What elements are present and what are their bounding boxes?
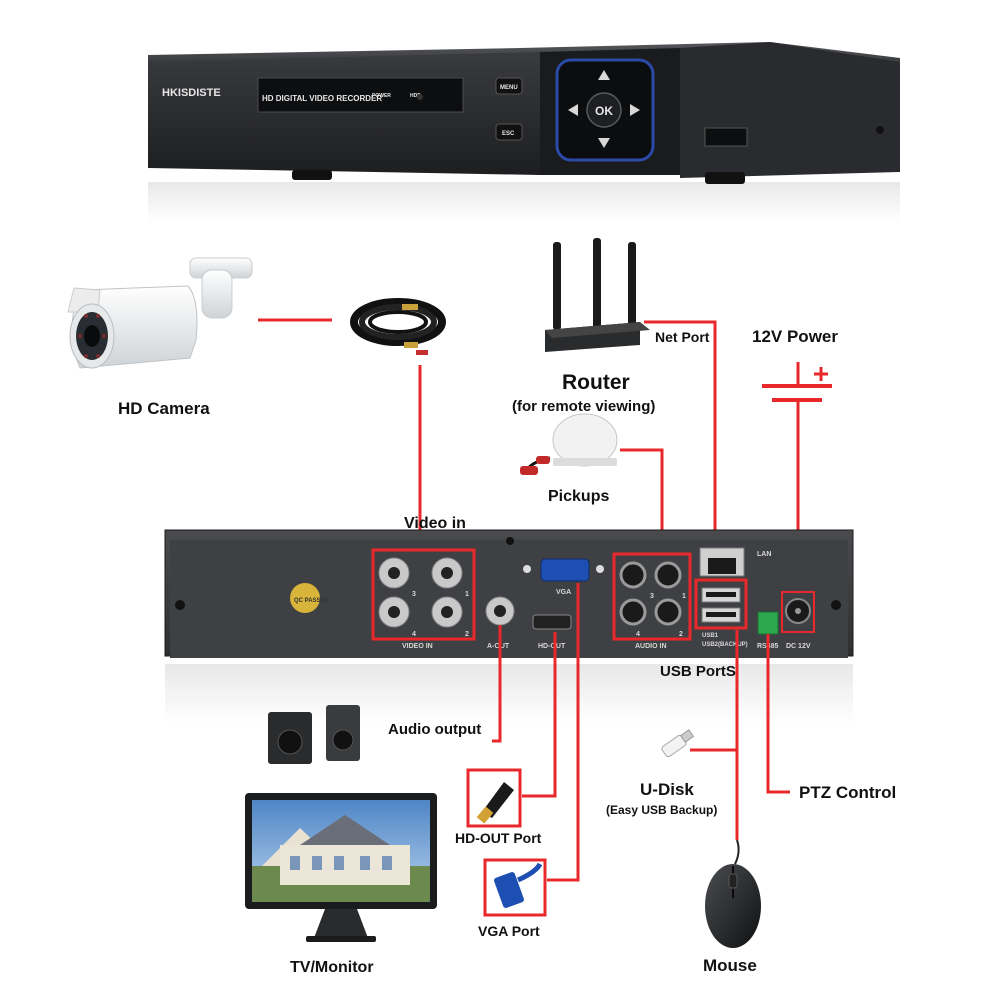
router-to-lan-wire bbox=[644, 320, 717, 555]
video-in-number: 3 bbox=[412, 591, 416, 598]
usb2-label: USB2(BACKUP) bbox=[702, 642, 748, 648]
front-usb-slot bbox=[704, 127, 748, 147]
qc-sticker bbox=[290, 583, 320, 613]
audio-in-number: 2 bbox=[679, 631, 683, 638]
usb1-label: USB1 bbox=[702, 633, 719, 639]
mouse-label: Mouse bbox=[703, 956, 757, 975]
vga-label: VGA bbox=[556, 589, 571, 596]
esc-button[interactable] bbox=[495, 123, 523, 141]
audio-in-number: 4 bbox=[636, 631, 640, 638]
router-antenna bbox=[628, 242, 636, 330]
usb-drive-icon bbox=[661, 729, 695, 758]
hd-out-wire bbox=[522, 632, 557, 798]
ok-button[interactable] bbox=[586, 92, 622, 128]
dvr-brand: HKISDISTE bbox=[162, 87, 221, 99]
u-disk-label: U-Disk bbox=[640, 780, 694, 799]
camera-lens bbox=[84, 325, 100, 347]
menu-button-label: MENU bbox=[500, 85, 518, 91]
video-in-number: 2 bbox=[465, 631, 469, 638]
router-antenna bbox=[553, 242, 561, 330]
hdmi-cable bbox=[466, 768, 522, 828]
dvr-power-label: POWER bbox=[372, 93, 391, 99]
video-in-number: 4 bbox=[412, 631, 416, 638]
video-in-port-label: VIDEO IN bbox=[402, 643, 433, 650]
ptz-control-label: PTZ Control bbox=[799, 783, 896, 802]
hd-out-port bbox=[532, 614, 572, 630]
camera-arm bbox=[201, 269, 233, 319]
hd-out-label: HD-OUT bbox=[538, 643, 566, 650]
dvr-led bbox=[417, 94, 423, 100]
rs485-terminal bbox=[757, 611, 779, 635]
dvr-front-unit: HKISDISTE HD DIGITAL VIDEO RECORDER POWE… bbox=[148, 42, 900, 222]
dvr-front-face-right bbox=[680, 42, 900, 178]
screw bbox=[876, 126, 884, 134]
video-in-number: 1 bbox=[465, 591, 469, 598]
power-symbol-icon bbox=[762, 362, 832, 402]
rs485-to-ptz-wire bbox=[766, 634, 790, 794]
speakers bbox=[268, 705, 360, 764]
qc-sticker-text: QC PASSED bbox=[294, 598, 330, 604]
audio-in-number: 1 bbox=[682, 593, 686, 600]
router-sublabel: (for remote viewing) bbox=[512, 398, 655, 415]
pickups-label: Pickups bbox=[548, 488, 609, 505]
esc-button-label: ESC bbox=[502, 131, 515, 137]
net-port-label: Net Port bbox=[655, 329, 710, 345]
video-in-highlight bbox=[371, 548, 476, 641]
mouse-icon bbox=[705, 839, 761, 948]
bnc-cable-coil bbox=[350, 298, 446, 355]
dvr-front-face-left bbox=[148, 52, 540, 175]
power-12v-label: 12V Power bbox=[752, 327, 838, 346]
tv-monitor bbox=[245, 793, 437, 942]
dvr-foot bbox=[705, 172, 745, 184]
dvr-display-text: HD DIGITAL VIDEO RECORDER bbox=[262, 94, 382, 103]
router-antenna bbox=[593, 238, 601, 330]
down-arrow-icon[interactable] bbox=[598, 138, 610, 148]
hd-camera bbox=[67, 257, 253, 369]
video-in-label: Video in bbox=[404, 515, 466, 532]
tv-monitor-label: TV/Monitor bbox=[290, 959, 374, 976]
dvr-display bbox=[257, 77, 464, 113]
pickup-to-audio-in-wire bbox=[620, 448, 664, 552]
dc-label: DC 12V bbox=[786, 643, 811, 650]
monitor-stand bbox=[314, 909, 368, 938]
audio-pickup bbox=[520, 413, 618, 475]
a-out-to-speaker-wire bbox=[492, 625, 502, 743]
dvr-hdd-label: HDD bbox=[410, 93, 421, 99]
u-disk-sublabel: (Easy USB Backup) bbox=[606, 803, 717, 817]
audio-in-highlight bbox=[612, 552, 692, 641]
hd-out-port-label: HD-OUT Port bbox=[455, 830, 542, 846]
router bbox=[545, 238, 650, 352]
vga-port-label: VGA Port bbox=[478, 923, 540, 939]
audio-in-number: 3 bbox=[650, 593, 654, 600]
dvr-foot bbox=[292, 170, 332, 180]
up-arrow-icon[interactable] bbox=[598, 70, 610, 80]
router-top bbox=[545, 322, 650, 338]
audio-in-ports: 3 1 4 2 bbox=[619, 561, 686, 638]
vga-cable bbox=[483, 858, 547, 917]
dvr-front-reflection bbox=[148, 182, 900, 222]
vga-port bbox=[540, 558, 590, 582]
left-arrow-icon[interactable] bbox=[568, 104, 578, 116]
ok-button-label: OK bbox=[595, 104, 613, 118]
a-out-label: A-OUT bbox=[487, 643, 510, 650]
vga-wire bbox=[547, 583, 580, 882]
lan-label: LAN bbox=[757, 551, 771, 558]
dc-highlight bbox=[781, 591, 815, 633]
video-in-ports: 3 1 4 2 bbox=[378, 557, 469, 638]
hd-camera-label: HD Camera bbox=[118, 399, 210, 418]
usb-highlight bbox=[694, 578, 748, 630]
menu-button[interactable] bbox=[495, 77, 523, 95]
mouse-body bbox=[705, 864, 761, 948]
router-label: Router bbox=[562, 371, 630, 394]
audio-output-label: Audio output bbox=[388, 721, 481, 738]
usb-ports-label: USB PortS bbox=[660, 663, 736, 680]
audio-in-label: AUDIO IN bbox=[635, 643, 667, 650]
dvr-back-panel: QC PASSED 3 1 4 2 VIDEO IN A-OUT VGA bbox=[164, 529, 854, 724]
right-arrow-icon[interactable] bbox=[630, 104, 640, 116]
